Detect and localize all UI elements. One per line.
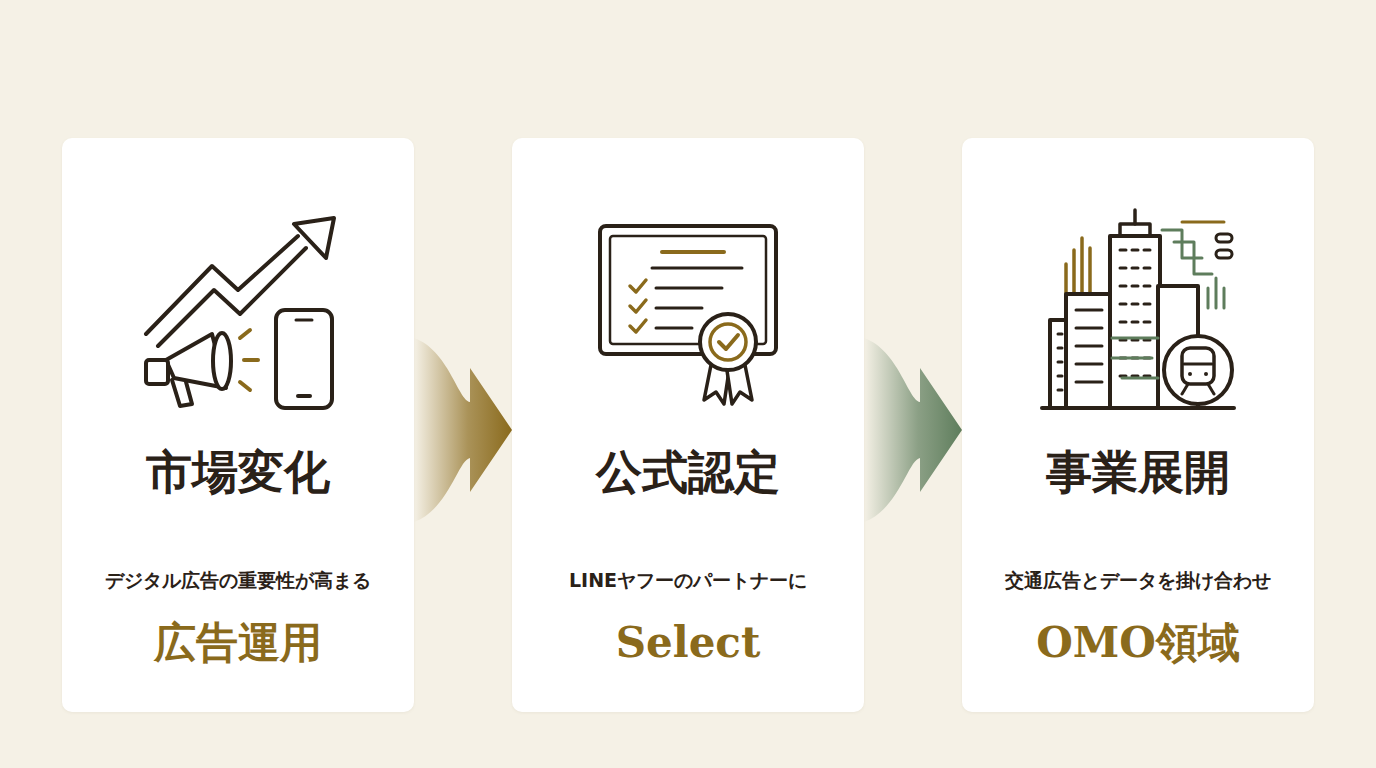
step-card: 公式認定 LINEヤフーのパートナーに Select (512, 138, 864, 712)
heading: 公式認定 (518, 446, 858, 499)
flow-arrow (414, 338, 512, 522)
heading: 市場変化 (68, 446, 408, 499)
step-card: 市場変化デジタル広告の重要性が高まる広告運用 (62, 138, 414, 712)
subtitle: 交通広告とデータを掛け合わせ (968, 568, 1308, 593)
keyword: Select (518, 618, 858, 668)
heading: 事業展開 (968, 446, 1308, 499)
subtitle: LINEヤフーのパートナーに (518, 568, 858, 593)
subtitle: デジタル広告の重要性が高まる (68, 568, 408, 593)
flow-arrow (864, 338, 962, 522)
certificate-icon (512, 138, 864, 438)
city-icon (962, 138, 1314, 438)
market-icon (62, 138, 414, 438)
keyword: 広告運用 (68, 618, 408, 668)
keyword: OMO領域 (968, 618, 1308, 668)
step-card: 事業展開交通広告とデータを掛け合わせ OMO領域 (962, 138, 1314, 712)
